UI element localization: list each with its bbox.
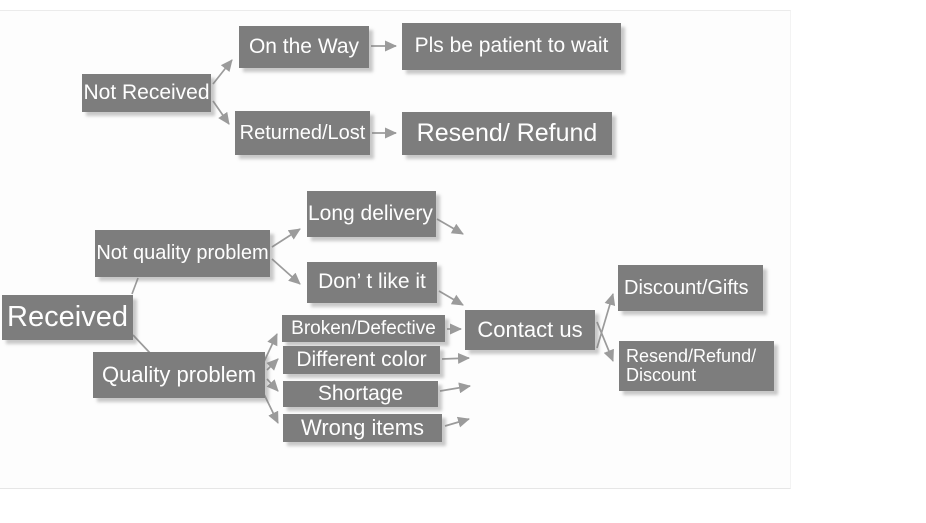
node-quality-problem: Quality problem	[93, 352, 265, 398]
node-received: Received	[2, 295, 133, 340]
node-not-quality-problem-label: Not quality problem	[96, 242, 269, 264]
node-long-delivery: Long delivery	[307, 191, 436, 237]
node-on-the-way-label: On the Way	[248, 34, 360, 58]
node-returned-lost: Returned/Lost	[235, 111, 370, 155]
node-quality-problem-label: Quality problem	[101, 362, 257, 388]
node-wrong-items: Wrong items	[283, 414, 442, 442]
node-shortage: Shortage	[283, 381, 438, 407]
node-different-color-label: Different color	[296, 347, 427, 371]
node-not-received: Not Received	[82, 74, 211, 112]
node-returned-lost-label: Returned/Lost	[239, 121, 366, 144]
node-dont-like-it: Don’ t like it	[307, 262, 437, 303]
node-not-quality-problem: Not quality problem	[95, 230, 270, 277]
node-pls-be-patient: Pls be patient to wait	[402, 23, 621, 70]
node-discount-gifts-label: Discount/Gifts	[624, 276, 749, 299]
node-shortage-label: Shortage	[317, 381, 404, 405]
node-wrong-items-label: Wrong items	[300, 415, 425, 441]
node-different-color: Different color	[283, 346, 440, 374]
node-long-delivery-label: Long delivery	[308, 201, 433, 225]
node-resend-refund-discount-line2: Discount	[626, 365, 697, 385]
node-discount-gifts: Discount/Gifts	[618, 265, 763, 311]
node-on-the-way: On the Way	[239, 26, 369, 68]
node-pls-be-patient-label: Pls be patient to wait	[414, 34, 609, 58]
node-not-received-label: Not Received	[83, 80, 210, 104]
node-broken-defective: Broken/Defective	[282, 315, 445, 342]
node-contact-us-label: Contact us	[477, 317, 583, 343]
node-resend-refund-discount-line1: Resend/Refund/	[626, 346, 757, 367]
node-contact-us: Contact us	[465, 310, 595, 350]
node-dont-like-it-label: Don’ t like it	[318, 270, 426, 294]
node-resend-refund-label: Resend/ Refund	[416, 119, 598, 148]
node-received-label: Received	[7, 301, 128, 334]
node-resend-refund: Resend/ Refund	[402, 112, 612, 155]
node-resend-refund-discount: Resend/Refund/ Discount	[619, 341, 774, 391]
node-broken-defective-label: Broken/Defective	[291, 317, 436, 339]
